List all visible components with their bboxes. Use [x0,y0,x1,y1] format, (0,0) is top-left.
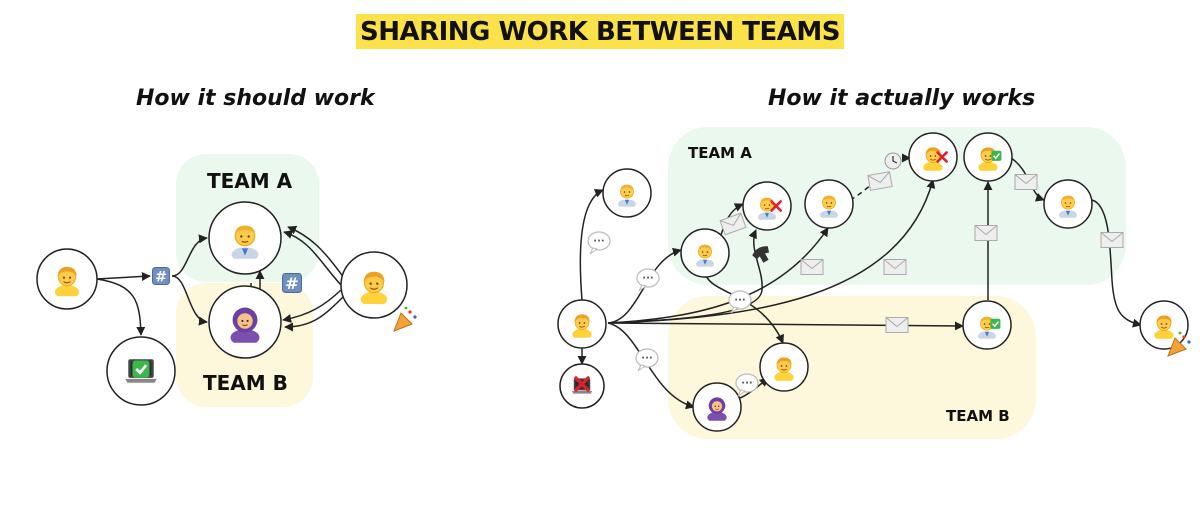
node-r-bun [759,342,809,392]
right-team-a-zone [668,127,1126,285]
node-r-man1 [602,168,652,218]
node-r-worker3 [1043,179,1093,229]
edge-l-woman-hash [96,271,151,281]
right-team-b-label: TEAM B [946,407,1010,425]
badges: # # ··· ··· ··· ··· ··· [152,152,1191,397]
edge-l-woman-laptop [96,278,146,336]
right-team-a-label: TEAM A [688,144,752,162]
hash-icon: # [152,267,170,285]
nodes [36,132,1189,432]
chat-dots-text: ··· [741,378,752,389]
speech-bubble-icon: ··· [728,290,752,314]
speech-bubble-icon: ··· [635,348,659,372]
title-wrap: SHARING WORK BETWEEN TEAMS [0,14,1200,49]
right-team-b-zone [668,296,1036,439]
envelope-icon [883,259,907,275]
envelope-icon [1100,232,1124,248]
envelope-icon [719,212,747,236]
hijab-icon [229,306,261,343]
node-l-woman-right [340,251,408,319]
hash-badge-text: # [285,274,299,293]
hash-icon: # [282,273,302,293]
edge-l-r2 [287,225,345,279]
edge-r-woman-blond [607,247,682,324]
node-l-team-a-member [208,201,282,275]
speech-bubble-icon: ··· [587,231,611,255]
right-subtitle: How it actually works [768,86,1036,111]
hijab-icon [706,396,728,421]
node-r-frustrated [908,132,958,182]
cross-icon [936,151,948,163]
chat-dots-text: ··· [642,273,653,284]
speech-bubble-icon: ··· [735,373,759,397]
hash-badge-text: # [155,269,167,285]
node-r-team-b-check [962,300,1012,350]
telephone-icon [752,246,770,263]
checkmark-icon [991,150,1002,161]
speech-bubble-icon: ··· [636,268,660,292]
left-subtitle: How it should work [136,86,375,111]
envelope-icon [885,317,909,333]
node-r-worker2 [804,179,854,229]
page-title: SHARING WORK BETWEEN TEAMS [356,14,844,49]
team-labels: TEAM A TEAM B TEAM A TEAM B [203,144,1010,425]
chat-dots-text: ··· [593,236,604,247]
node-r-laptop [559,363,605,409]
envelope-icon [867,171,893,191]
party-popper-icon [393,306,417,332]
left-team-a-label: TEAM A [207,169,293,193]
node-r-woman [557,299,607,349]
edge-l-hash-teamb [171,275,208,326]
edge-l-r3 [282,289,342,323]
node-r-worker1 [742,181,792,231]
cross-icon [574,376,590,392]
left-team-b-label: TEAM B [203,371,288,395]
chat-dots-text: ··· [734,295,745,306]
envelope-icon [800,259,824,275]
node-l-team-b-member [208,285,282,359]
edge-r-woman-man1 [579,189,604,301]
envelope-icon [974,225,998,241]
node-r-hijab [692,382,742,432]
node-l-laptop [106,336,176,406]
node-r-check-woman [963,132,1013,182]
edge-l-r4 [284,295,345,332]
envelope-icon [1014,174,1038,190]
chat-dots-text: ··· [641,353,652,364]
node-l-woman [36,248,98,310]
party-popper-icon [1167,331,1191,357]
clock-icon [884,152,902,170]
edge-l-r1 [283,230,342,286]
cross-icon [770,200,782,212]
node-r-woman-end [1139,300,1189,350]
checkmark-icon [132,360,150,378]
edge-l-hash-teama [171,234,208,277]
edge-r-worker3-woman [1091,199,1142,328]
node-r-blond [680,228,730,278]
checkmark-icon [990,318,1001,329]
